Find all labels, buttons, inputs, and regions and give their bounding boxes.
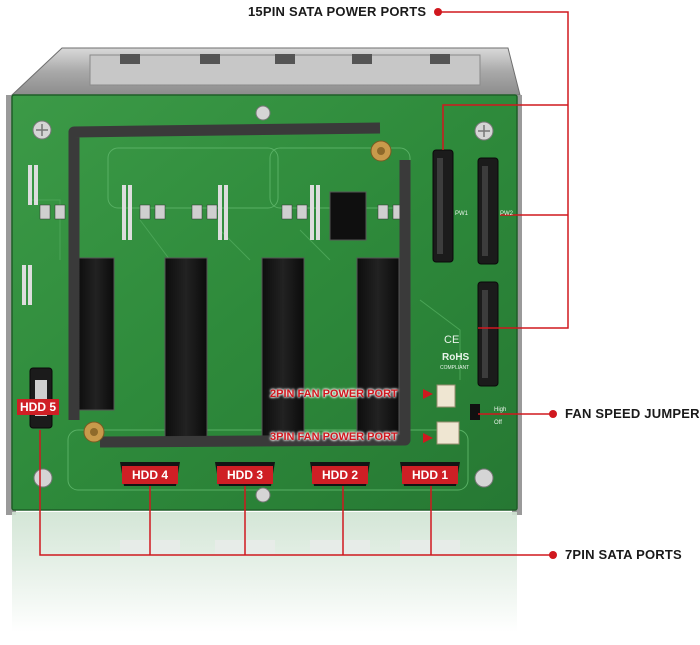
- smd-components: [39, 204, 404, 220]
- fan-connectors: [436, 384, 480, 445]
- pw1-label: PW1: [455, 211, 469, 217]
- hdd1-tag: HDD 1: [402, 466, 458, 484]
- high-label: High: [494, 407, 506, 413]
- screws: [32, 105, 494, 503]
- rohs-mark: RoHS: [442, 352, 470, 363]
- hdd4-tag: HDD 4: [122, 466, 178, 484]
- ce-mark: CE: [444, 334, 459, 346]
- callout-lines: [39, 11, 569, 556]
- hdd5-connector: [29, 367, 53, 429]
- callout-sata-data-ports: 7PIN SATA PORTS: [565, 547, 682, 562]
- header-pins: [22, 165, 320, 305]
- foam-gasket: [68, 122, 411, 448]
- label-2pin-fan-port: 2PIN FAN POWER PORT: [270, 388, 398, 400]
- hdd2-tag: HDD 2: [312, 466, 368, 484]
- off-label: Off: [494, 420, 502, 426]
- pw2-label: PW2: [500, 211, 514, 217]
- drive-slots: [77, 191, 400, 439]
- callout-fan-speed-jumper: FAN SPEED JUMPER: [565, 406, 700, 421]
- sata-power-connectors: [432, 149, 499, 387]
- callout-dots: [434, 8, 557, 559]
- label-3pin-fan-port: 3PIN FAN POWER PORT: [270, 431, 398, 443]
- callout-sata-power-ports: 15PIN SATA POWER PORTS: [248, 4, 427, 19]
- reflection: [12, 512, 517, 632]
- hdd5-tag: HDD 5: [17, 399, 60, 415]
- rohs-compliant: COMPLIANT: [440, 365, 469, 371]
- callout-arrows: [423, 389, 433, 443]
- hdd3-tag: HDD 3: [217, 466, 273, 484]
